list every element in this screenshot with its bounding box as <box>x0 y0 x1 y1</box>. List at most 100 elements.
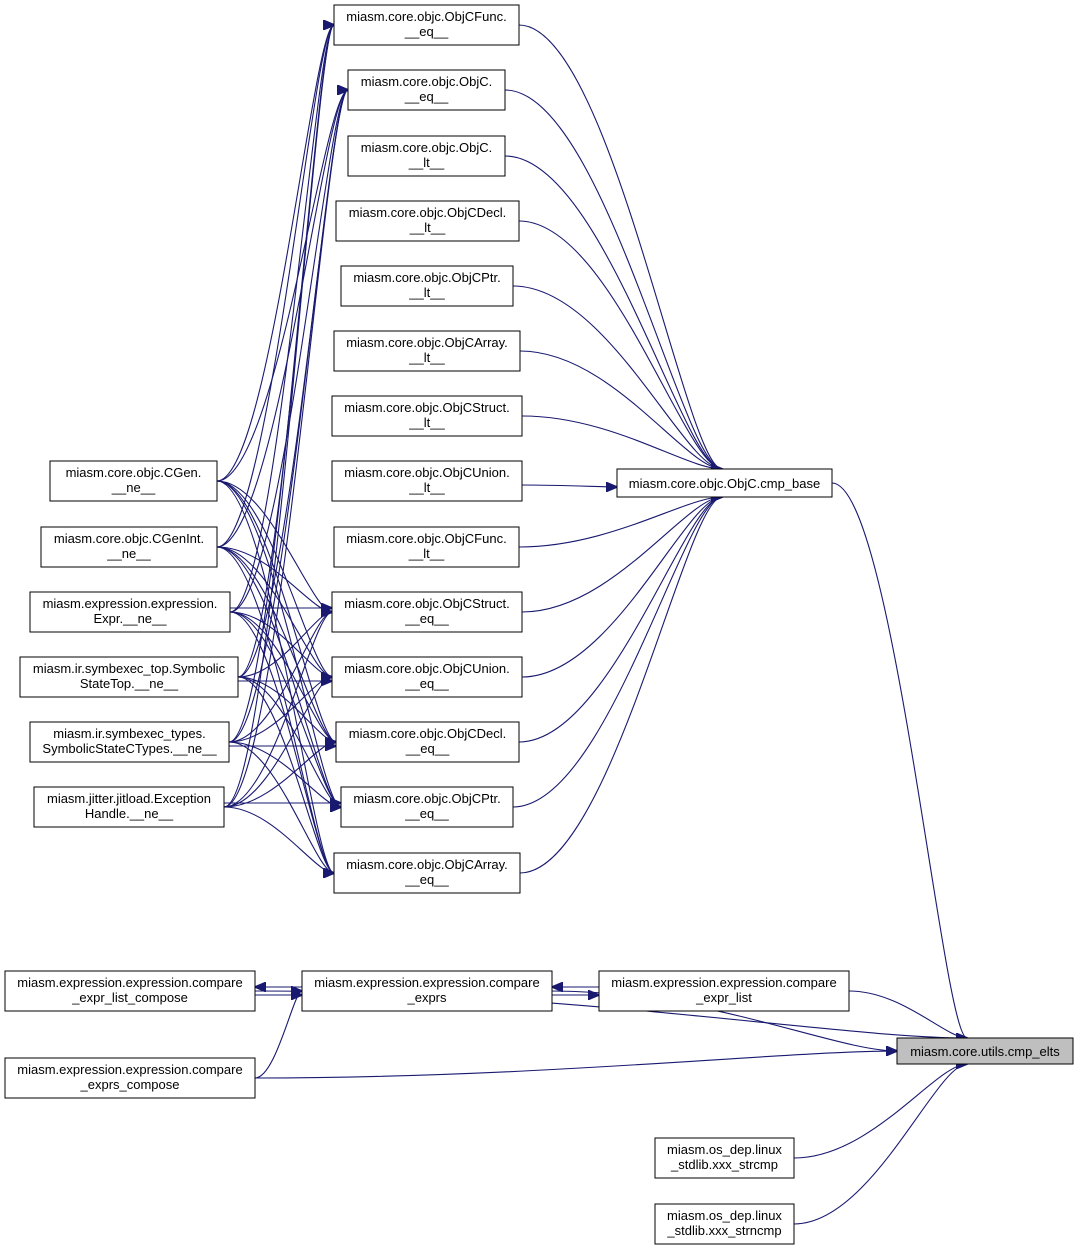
node-label-line2: __eq__ <box>404 24 449 39</box>
node-label-line2: __lt__ <box>408 350 445 365</box>
node-box <box>333 852 521 894</box>
node-label-line2: _expr_list <box>695 990 752 1005</box>
node-objcunion-lt[interactable]: miasm.core.objc.ObjCUnion.__lt__ <box>331 460 523 502</box>
node-symtop-ne[interactable]: miasm.ir.symbexec_top.SymbolicStateTop._… <box>19 656 239 698</box>
edge-line <box>223 806 334 873</box>
edge-line <box>518 497 722 548</box>
node-cmp-exprs[interactable]: miasm.expression.expression.compare_expr… <box>301 970 553 1012</box>
node-objcarray-eq[interactable]: miasm.core.objc.ObjCArray.__eq__ <box>333 852 521 894</box>
node-label-line1: miasm.core.objc.CGen. <box>66 465 202 480</box>
edge-line <box>521 485 617 487</box>
node-strcmp[interactable]: miasm.os_dep.linux_stdlib.xxx_strcmp <box>654 1137 795 1179</box>
node-label-line2: _exprs_compose <box>80 1077 180 1092</box>
node-label-line1: miasm.core.objc.ObjCDecl. <box>349 205 507 220</box>
node-label-line2: __ne__ <box>106 546 151 561</box>
edge-line <box>518 220 722 469</box>
edge-cgen_ne-to-objcfunc_eq <box>216 25 334 482</box>
node-objc-lt[interactable]: miasm.core.objc.ObjC.__lt__ <box>347 135 506 177</box>
edge-exc_ne-to-objcarray_eq <box>223 806 334 873</box>
edge-line <box>216 546 332 677</box>
edge-strncmp-to-cmp_elts <box>793 1064 967 1225</box>
edge-line <box>793 1064 967 1225</box>
node-cgen-ne[interactable]: miasm.core.objc.CGen.__ne__ <box>49 460 218 502</box>
node-cmp-list-compose[interactable]: miasm.expression.expression.compare_expr… <box>4 970 256 1012</box>
node-label-line2: __eq__ <box>405 741 450 756</box>
edge-line <box>254 1051 897 1079</box>
node-objcstruct-eq[interactable]: miasm.core.objc.ObjCStruct.__eq__ <box>331 591 523 633</box>
node-box <box>331 656 523 698</box>
node-objcptr-lt[interactable]: miasm.core.objc.ObjCPtr.__lt__ <box>340 265 514 307</box>
node-label-line2: __lt__ <box>408 546 445 561</box>
edge-cmp_exprs_compose-to-cmp_exprs <box>254 991 302 1079</box>
edge-line <box>229 25 334 613</box>
edge-line <box>216 25 334 482</box>
node-label-line1: miasm.core.objc.ObjCPtr. <box>353 270 500 285</box>
node-label-line2: _expr_list_compose <box>71 990 188 1005</box>
node-cmp-base[interactable]: miasm.core.objc.ObjC.cmp_base <box>616 468 833 498</box>
edges-layer <box>216 24 967 1225</box>
edge-line <box>229 90 348 613</box>
edge-exc_ne-to-objcstruct_eq <box>223 612 332 808</box>
node-strncmp[interactable]: miasm.os_dep.linux_stdlib.xxx_strncmp <box>654 1203 795 1245</box>
node-label-line2: __lt__ <box>409 220 446 235</box>
node-label-line2: _stdlib.xxx_strcmp <box>670 1157 778 1172</box>
edge-line <box>223 742 336 808</box>
edge-line <box>518 24 722 469</box>
node-objcfunc-lt[interactable]: miasm.core.objc.ObjCFunc.__lt__ <box>333 526 520 568</box>
node-label-line1: miasm.core.objc.ObjC. <box>361 74 492 89</box>
node-expr-ne[interactable]: miasm.expression.expression.Expr.__ne__ <box>29 591 231 633</box>
node-box <box>331 591 523 633</box>
node-box <box>301 970 553 1012</box>
node-objcarray-lt[interactable]: miasm.core.objc.ObjCArray.__lt__ <box>333 330 521 372</box>
edge-line <box>519 497 722 874</box>
node-box <box>4 970 256 1012</box>
node-label-line2: __eq__ <box>404 676 449 691</box>
edge-line <box>518 497 722 743</box>
node-objcunion-eq[interactable]: miasm.core.objc.ObjCUnion.__eq__ <box>331 656 523 698</box>
node-cmp-exprs-compose[interactable]: miasm.expression.expression.compare_expr… <box>4 1057 256 1099</box>
edge-line <box>512 285 722 469</box>
node-label-line1: miasm.expression.expression.compare <box>17 1062 242 1077</box>
node-box <box>331 395 523 437</box>
edge-objcunion_lt-to-cmp_base <box>521 485 617 487</box>
edge-objcdecl_eq-to-cmp_base <box>518 497 722 743</box>
edge-expr_ne-to-objcarray_eq <box>229 611 334 873</box>
edge-line <box>216 546 341 807</box>
node-objcdecl-eq[interactable]: miasm.core.objc.ObjCDecl.__eq__ <box>335 721 520 763</box>
node-objcptr-eq[interactable]: miasm.core.objc.ObjCPtr.__eq__ <box>340 786 514 828</box>
node-label-line1: miasm.core.objc.ObjC. <box>361 140 492 155</box>
node-label-line1: miasm.core.objc.ObjCUnion. <box>344 661 509 676</box>
node-objc-eq[interactable]: miasm.core.objc.ObjC.__eq__ <box>347 69 506 111</box>
edge-cgenint_ne-to-objcunion_eq <box>216 546 332 677</box>
edge-exc_ne-to-objc_eq <box>223 90 348 808</box>
edge-line <box>216 25 334 548</box>
node-label-line1: miasm.jitter.jitload.Exception <box>47 791 211 806</box>
node-cmp-expr-list[interactable]: miasm.expression.expression.compare_expr… <box>598 970 850 1012</box>
node-label-line1: miasm.core.objc.ObjCPtr. <box>353 791 500 806</box>
edge-expr_ne-to-objcdecl_eq <box>229 611 336 742</box>
edge-line <box>229 611 334 873</box>
node-cgenint-ne[interactable]: miasm.core.objc.CGenInt.__ne__ <box>40 526 218 568</box>
edge-line <box>223 677 332 808</box>
node-objcfunc-eq[interactable]: miasm.core.objc.ObjCFunc.__eq__ <box>333 4 520 46</box>
node-exc-ne[interactable]: miasm.jitter.jitload.ExceptionHandle.__n… <box>33 786 225 828</box>
node-box <box>335 721 520 763</box>
edge-objc_lt-to-cmp_base <box>504 155 722 469</box>
node-objcstruct-lt[interactable]: miasm.core.objc.ObjCStruct.__lt__ <box>331 395 523 437</box>
node-symctypes-ne[interactable]: miasm.ir.symbexec_types.SymbolicStateCTy… <box>29 721 230 763</box>
edge-line <box>521 497 722 613</box>
edge-objcdecl_lt-to-cmp_base <box>518 220 722 469</box>
node-cmp-elts[interactable]: miasm.core.utils.cmp_elts <box>896 1037 1074 1065</box>
node-box <box>33 786 225 828</box>
node-label-line1: miasm.core.objc.ObjCDecl. <box>349 726 507 741</box>
edge-expr_ne-to-objcfunc_eq <box>229 25 334 613</box>
node-label-line2: __ne__ <box>111 480 156 495</box>
node-label-line1: miasm.os_dep.linux <box>667 1142 782 1157</box>
edge-expr_ne-to-objc_eq <box>229 90 348 613</box>
node-label-line1: miasm.os_dep.linux <box>667 1208 782 1223</box>
node-objcdecl-lt[interactable]: miasm.core.objc.ObjCDecl.__lt__ <box>335 200 520 242</box>
edge-line <box>223 612 332 808</box>
node-label-line2: StateTop.__ne__ <box>80 676 179 691</box>
edge-line <box>793 1064 967 1159</box>
